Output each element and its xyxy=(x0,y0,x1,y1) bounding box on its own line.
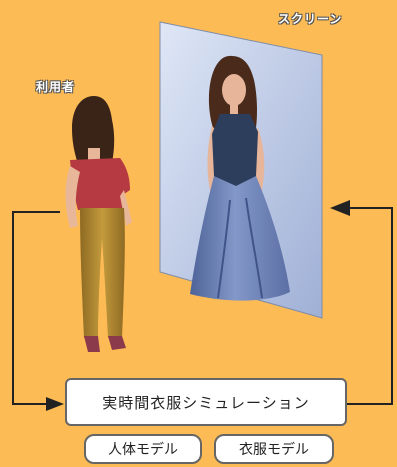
avatar-in-screen xyxy=(190,55,290,301)
arrow-to-screen xyxy=(330,200,350,216)
flow-lines xyxy=(12,207,393,405)
screen-label: スクリーン xyxy=(278,12,343,26)
left-loop-line xyxy=(12,211,60,405)
body-model-box: 人体モデル xyxy=(84,434,202,464)
simulation-box: 実時間衣服シミュレーション xyxy=(65,378,347,426)
user-figure xyxy=(65,96,132,352)
right-return-line xyxy=(347,207,393,405)
user-label: 利用者 xyxy=(36,80,76,94)
arrow-to-simulation xyxy=(46,397,64,411)
clothing-model-box: 衣服モデル xyxy=(214,434,334,464)
